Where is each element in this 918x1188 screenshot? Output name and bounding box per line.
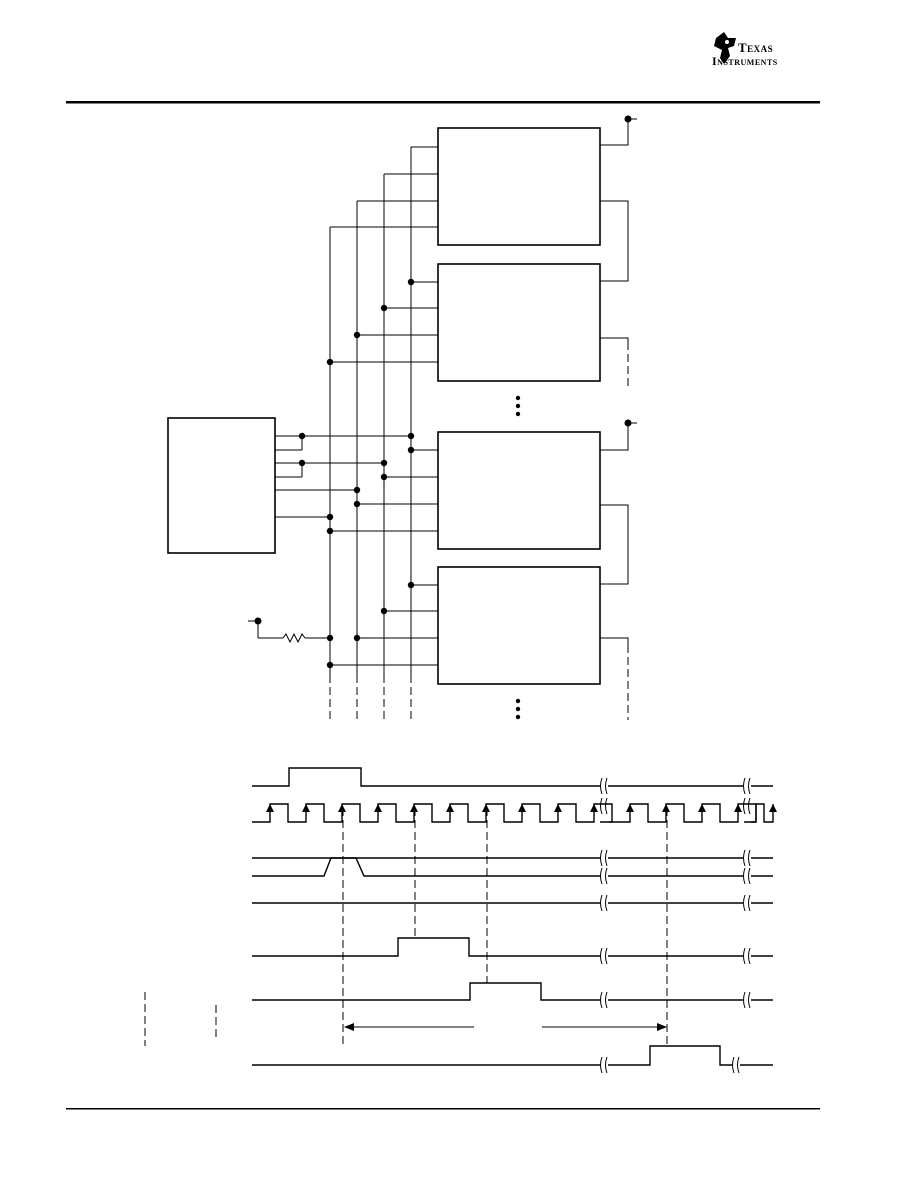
clock-edge-arrow-9 — [554, 804, 562, 812]
clock-edge-arrow-15 — [769, 804, 777, 812]
device-block-2 — [437, 263, 601, 382]
trace-output-1 — [252, 937, 601, 957]
clock-edge-arrow-1 — [266, 804, 274, 812]
clock-edge-arrow-12 — [662, 804, 670, 812]
clock-edge-arrow-10 — [590, 804, 598, 812]
device-block-3 — [437, 431, 601, 550]
clock-edge-arrow-4 — [374, 804, 382, 812]
clock-waveform-segment-1 — [252, 803, 613, 823]
footer-rule — [66, 1108, 820, 1110]
trace-output-2 — [252, 982, 601, 1001]
clock-edge-arrow-3 — [338, 804, 346, 812]
block-schematic — [167, 118, 637, 720]
texas-instruments-logo — [714, 32, 736, 64]
device-block-1 — [437, 127, 601, 246]
clock-edge-arrow-7 — [482, 804, 490, 812]
chain-3-to-4 — [600, 504, 629, 585]
chain-1-supply — [600, 118, 637, 146]
header-rule — [66, 101, 820, 104]
ellipsis-dots — [515, 395, 521, 720]
trace-clock — [252, 803, 777, 823]
bus-continuations — [329, 342, 629, 720]
clock-edge-arrow-11 — [626, 804, 634, 812]
junction-dots — [254, 115, 632, 669]
trace-strobe — [252, 767, 601, 787]
clock-waveform-segment-2 — [609, 803, 757, 823]
device-block-4 — [437, 566, 601, 685]
clock-edge-arrow-6 — [446, 804, 454, 812]
clock-edge-arrow-5 — [410, 804, 418, 812]
clock-edge-arrow-13 — [698, 804, 706, 812]
trace-data-low — [252, 857, 601, 877]
clock-edge-arrow-14 — [734, 804, 742, 812]
chain-3-supply — [600, 422, 637, 451]
timing-diagram — [144, 767, 777, 1074]
logo-word-texas: Texas — [738, 40, 774, 55]
clock-edge-arrow-2 — [302, 804, 310, 812]
controller-block — [167, 417, 276, 554]
pull-up-resistor — [248, 620, 330, 644]
break-marks — [600, 777, 751, 1074]
clock-waveform-segment-3 — [751, 803, 774, 823]
clock-edge-arrow-8 — [518, 804, 526, 812]
timing-reference-lines — [144, 808, 668, 1048]
chain-1-to-2 — [600, 200, 629, 282]
